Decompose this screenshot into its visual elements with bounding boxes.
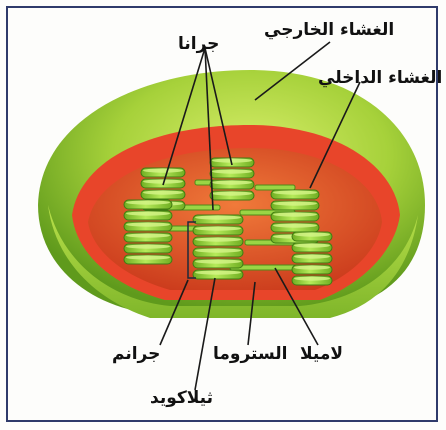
thylakoid-highlight <box>212 180 252 184</box>
thylakoid-highlight <box>126 211 170 215</box>
thylakoid-highlight <box>126 200 170 204</box>
thylakoid-highlight <box>273 212 317 216</box>
label-grana: جرانا <box>178 36 219 53</box>
thylakoid-highlight <box>143 190 183 194</box>
thylakoid-highlight <box>294 265 330 269</box>
thylakoid-highlight <box>294 276 330 280</box>
thylakoid-highlight <box>273 190 317 194</box>
label-inner-membrane: الغشاء الداخلي <box>318 70 442 87</box>
thylakoid-highlight <box>195 270 241 274</box>
thylakoid-highlight <box>126 244 170 248</box>
thylakoid-highlight <box>195 248 241 252</box>
thylakoid-highlight <box>195 215 241 219</box>
thylakoid-highlight <box>195 226 241 230</box>
thylakoid-highlight <box>212 191 252 195</box>
thylakoid-highlight <box>126 255 170 259</box>
thylakoid-highlight <box>273 201 317 205</box>
thylakoid-highlight <box>143 168 183 172</box>
thylakoid-highlight <box>195 237 241 241</box>
thylakoid-highlight <box>195 259 241 263</box>
thylakoid-highlight <box>294 243 330 247</box>
granum-stack <box>292 232 332 285</box>
label-thylakoid: ثيلاكويد <box>150 390 213 407</box>
label-outer-membrane: الغشاء الخارجي <box>264 22 394 39</box>
thylakoid-highlight <box>126 222 170 226</box>
thylakoid-highlight <box>126 233 170 237</box>
thylakoid-highlight <box>294 232 330 236</box>
thylakoid-highlight <box>212 169 252 173</box>
label-stroma: الستروما <box>213 346 288 363</box>
label-lamella: لاميلا <box>300 346 343 363</box>
label-granum: جرانم <box>112 346 160 363</box>
thylakoid-highlight <box>294 254 330 258</box>
thylakoid-highlight <box>273 223 317 227</box>
